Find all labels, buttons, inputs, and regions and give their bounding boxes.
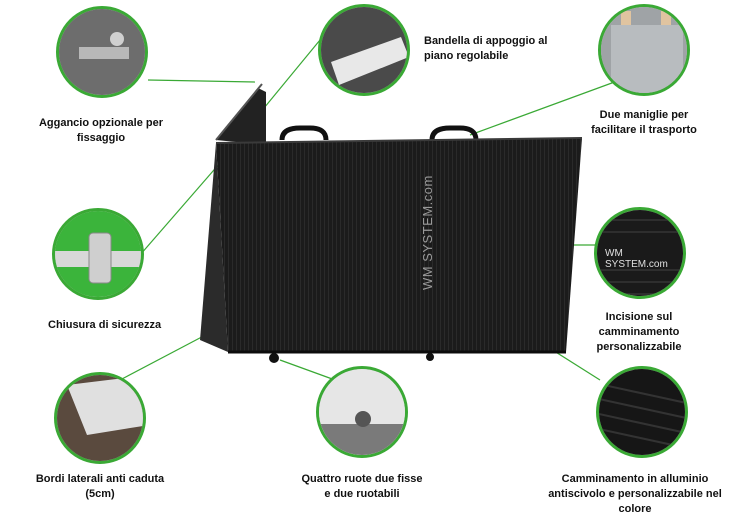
handles-icon (598, 4, 690, 96)
label-engraving: Incisione sul camminamento personalizzab… (596, 311, 682, 353)
wheel-icon (316, 366, 408, 458)
ramp-illustration (200, 83, 583, 363)
label-edges: Bordi laterali anti caduta (5cm) (35, 473, 165, 500)
label-latch: Chiusura di sicurezza (48, 319, 162, 331)
ribbed-surface-icon (596, 366, 688, 458)
ramp-engraving: WM SYSTEM.com (420, 175, 435, 290)
label-wheels: Quattro ruote due fisse e due ruotabili (301, 473, 423, 500)
engraving-inset-text: WM SYSTEM.com (605, 248, 668, 270)
label-hook: Aggancio opzionale per fissaggio (38, 117, 164, 144)
label-handles: Due maniglie per facilitare il trasporto (591, 109, 697, 136)
side-edges-icon (54, 372, 146, 464)
latch-icon (52, 208, 144, 300)
flap-plate-icon (318, 4, 410, 96)
hook-bracket-icon (56, 6, 148, 98)
engraving-icon: WM SYSTEM.com (594, 207, 686, 299)
label-surface: Camminamento in alluminio antiscivolo e … (548, 473, 722, 515)
label-flap: Bandella di appoggio al piano regolabile (424, 35, 548, 62)
